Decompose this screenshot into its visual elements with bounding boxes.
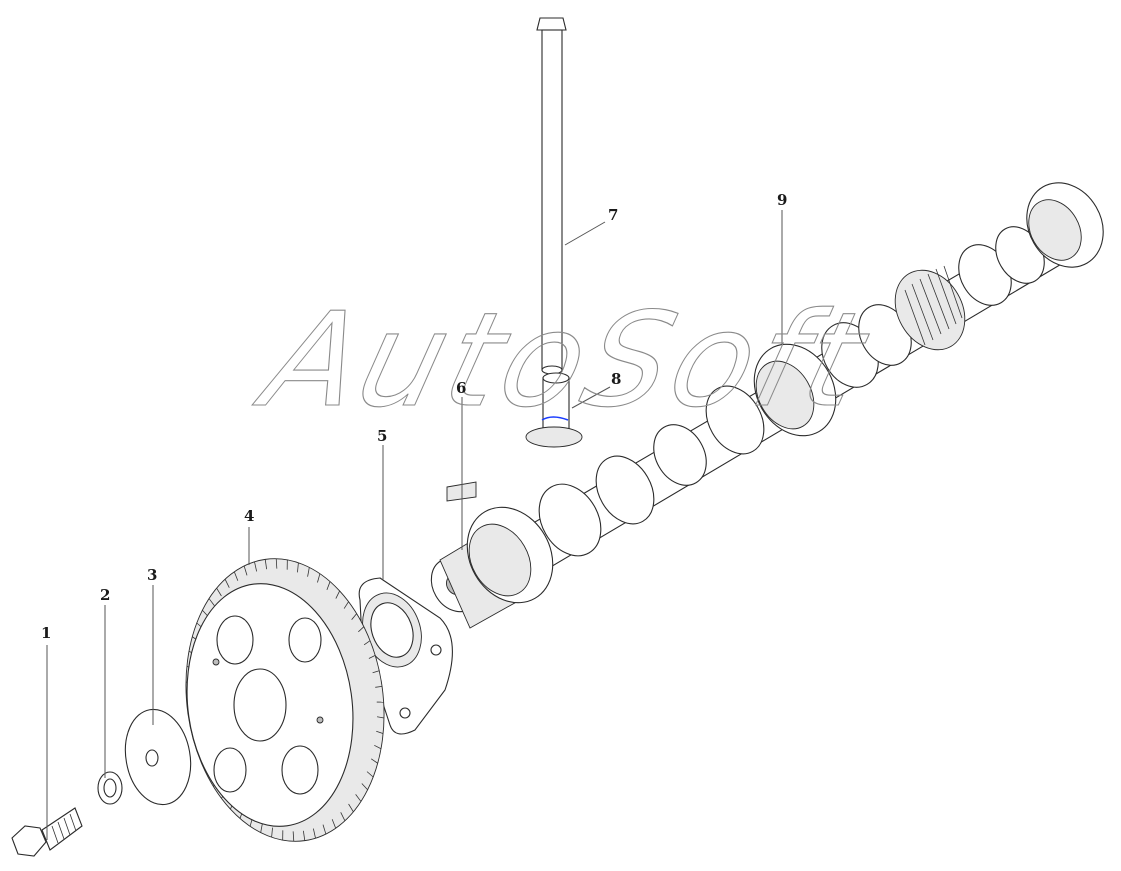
bolt	[11, 807, 83, 857]
gear-tooth	[292, 831, 295, 842]
gear-tooth	[322, 824, 327, 835]
gear-tooth	[363, 640, 371, 646]
gear-tooth	[370, 758, 378, 764]
callout-2: 2	[100, 586, 110, 604]
gear-tooth	[307, 567, 310, 577]
gear-tooth	[366, 771, 374, 778]
callout-7: 7	[608, 206, 618, 224]
gear-tooth	[358, 626, 365, 633]
callout-3: 3	[147, 566, 157, 584]
callout-1: 1	[41, 624, 51, 642]
gear-tooth	[377, 716, 385, 719]
callout-9: 9	[777, 191, 787, 209]
gear-tooth	[260, 823, 263, 833]
tappet	[525, 372, 583, 448]
gear-tooth	[224, 579, 230, 588]
gear-tooth	[355, 794, 362, 802]
gear-tooth	[343, 601, 349, 609]
lock-washer	[97, 771, 123, 805]
gear-tooth	[368, 655, 376, 659]
callout-8: 8	[611, 370, 621, 388]
gear-tooth	[243, 565, 248, 576]
gear-tooth	[264, 559, 268, 570]
gear-tooth	[233, 571, 239, 581]
gear-tooth	[271, 827, 273, 838]
gear-tooth	[254, 561, 258, 572]
gear-tooth	[326, 581, 331, 590]
leader-lines	[46, 210, 783, 840]
callout-4: 4	[244, 507, 254, 525]
gear-tooth	[331, 819, 337, 829]
watermark: AutoSoft	[243, 285, 881, 437]
washer	[124, 708, 192, 806]
gear-tooth	[361, 783, 368, 791]
camshaft-gear	[185, 558, 385, 842]
gear-tooth	[216, 587, 222, 597]
gear-tooth	[375, 685, 383, 688]
gear-tooth	[275, 558, 278, 569]
callout-6: 6	[456, 379, 466, 397]
camshaft	[430, 182, 1104, 629]
tappet-blue-marker	[541, 416, 569, 421]
gear-tooth	[340, 812, 346, 821]
gear-tooth	[376, 730, 384, 734]
gear-tooth	[351, 613, 357, 620]
gear-tooth	[317, 573, 321, 583]
gear-tooth	[348, 803, 354, 813]
gear-tooth	[302, 830, 306, 841]
gear-tooth	[208, 598, 215, 606]
gear-tooth	[372, 670, 380, 674]
gear-tooth	[335, 590, 341, 599]
gear-tooth	[297, 562, 299, 573]
gear-tooth	[312, 828, 316, 839]
callout-5: 5	[377, 427, 387, 445]
gear-tooth	[374, 744, 382, 750]
